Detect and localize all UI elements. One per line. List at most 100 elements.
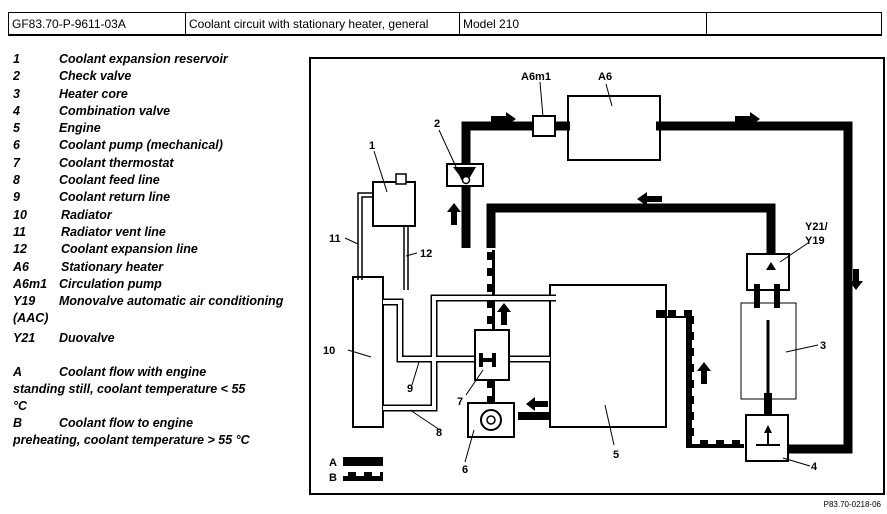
label-3: 3 <box>820 340 826 352</box>
legend-key: 5 <box>13 121 20 136</box>
flow-a-swatch <box>343 457 383 466</box>
legend-item: 11 Radiator vent line <box>13 224 303 241</box>
legend-item: 4 Combination valve <box>13 103 303 120</box>
radiator <box>352 276 384 428</box>
legend-text: Circulation pump <box>59 276 162 291</box>
label-10: 10 <box>323 345 335 357</box>
legend-item: 9 Coolant return line <box>13 189 303 206</box>
label-5: 5 <box>613 449 619 461</box>
legend-item: 7 Coolant thermostat <box>13 155 303 172</box>
vent-and-expansion-lines <box>357 192 409 290</box>
legend-key: A <box>13 365 23 379</box>
engine <box>549 284 667 428</box>
legend-key: 7 <box>13 155 20 170</box>
stationary-heater-a6 <box>567 95 661 161</box>
leader-lines <box>344 81 819 467</box>
legend-key: Y21 <box>13 331 36 345</box>
legend-item: 1 Coolant expansion reservoir <box>13 51 303 68</box>
legend-key: 1 <box>13 52 20 66</box>
legend-item-y21: Y21 Duovalve <box>13 330 288 347</box>
label-7: 7 <box>457 396 463 408</box>
legend-item: 10 Radiator <box>13 207 303 224</box>
legend-text: Coolant flow to engine preheating, coola… <box>13 416 250 447</box>
label-1: 1 <box>369 140 375 152</box>
label-a6: A6 <box>598 71 612 83</box>
model-label: Model 210 <box>460 13 707 34</box>
arrow-right-icon <box>735 112 760 126</box>
coolant-expansion-reservoir <box>372 181 416 227</box>
legend-key: 2 <box>13 69 20 84</box>
legend-key: 8 <box>13 173 20 188</box>
legend-text: Combination valve <box>59 103 171 118</box>
legend-text: Coolant flow with engine standing still,… <box>13 365 246 413</box>
legend-text: Monovalve automatic air conditioning (AA… <box>13 294 284 325</box>
pump-impeller-icon <box>480 409 502 431</box>
label-4: 4 <box>811 461 818 473</box>
flow-b-lines <box>487 250 744 448</box>
check-valve-cone-icon <box>453 167 476 184</box>
legend-item: 12 Coolant expansion line <box>13 241 303 258</box>
label-a6m1: A6m1 <box>521 71 551 83</box>
flow-b-swatch <box>343 472 383 481</box>
label-key-b: B <box>329 472 337 484</box>
legend-text: Coolant feed line <box>59 173 160 188</box>
legend-item: A6 Stationary heater <box>13 259 303 276</box>
legend-key: 9 <box>13 190 20 205</box>
document-header: GF83.70-P-9611-03A Coolant circuit with … <box>8 12 882 36</box>
legend-key: 4 <box>13 103 20 118</box>
legend-key: 12 <box>13 242 27 257</box>
legend-item: 3 Heater core <box>13 86 303 103</box>
legend-key: B <box>13 416 23 430</box>
label-6: 6 <box>462 464 468 476</box>
component-labels: 1 2 3 4 5 6 7 8 9 10 11 12 A6 A6m1 Y21/ … <box>323 71 828 484</box>
legend-text: Coolant expansion line <box>61 242 198 257</box>
legend-key: Y19 <box>13 294 36 308</box>
legend-text: Engine <box>59 121 101 136</box>
legend-key: A6m1 <box>13 276 48 291</box>
document-title: Coolant circuit with stationary heater, … <box>186 13 460 34</box>
arrow-up-icon <box>697 362 711 384</box>
legend-text: Heater core <box>59 86 128 101</box>
legend-item: 8 Coolant feed line <box>13 172 303 189</box>
arrow-up-icon <box>447 203 461 225</box>
legend-text: Check valve <box>59 69 132 84</box>
arrow-up-icon <box>497 303 511 325</box>
flow-arrows <box>447 112 863 411</box>
legend-key: 10 <box>13 207 27 222</box>
legend-text: Coolant return line <box>59 190 171 205</box>
legend-text: Coolant thermostat <box>59 155 174 170</box>
legend-item: 2 Check valve <box>13 68 303 85</box>
arrow-left-icon <box>526 397 548 411</box>
legend-text: Radiator vent line <box>61 224 166 239</box>
legend-key: 6 <box>13 138 20 153</box>
arrow-down-icon <box>849 269 863 290</box>
legend-text: Duovalve <box>59 331 115 345</box>
coolant-pump <box>467 402 515 438</box>
circulation-pump-a6m1 <box>532 115 556 137</box>
legend-text: Coolant expansion reservoir <box>59 52 228 66</box>
legend-key: 3 <box>13 86 20 101</box>
reservoir-cap <box>395 173 407 185</box>
legend-text: Stationary heater <box>61 259 164 274</box>
label-y21: Y21/ <box>805 221 828 233</box>
arrow-right-icon <box>491 112 516 126</box>
component-legend: 1 Coolant expansion reservoir 2 Check valve… <box>13 51 303 293</box>
duovalve-y21-y19 <box>746 253 790 291</box>
label-9: 9 <box>407 383 413 395</box>
legend-text: Radiator <box>61 207 112 222</box>
label-key-a: A <box>329 457 337 469</box>
legend-item: 5 Engine <box>13 120 303 137</box>
arrow-left-icon <box>637 192 662 206</box>
label-2: 2 <box>434 118 440 130</box>
label-8: 8 <box>436 427 442 439</box>
label-11: 11 <box>329 233 341 245</box>
document-id: GF83.70-P-9611-03A <box>9 13 186 34</box>
figure-id: P83.70-0218-06 <box>823 500 881 509</box>
legend-key: 11 <box>13 224 26 239</box>
legend-key: A6 <box>13 259 29 274</box>
